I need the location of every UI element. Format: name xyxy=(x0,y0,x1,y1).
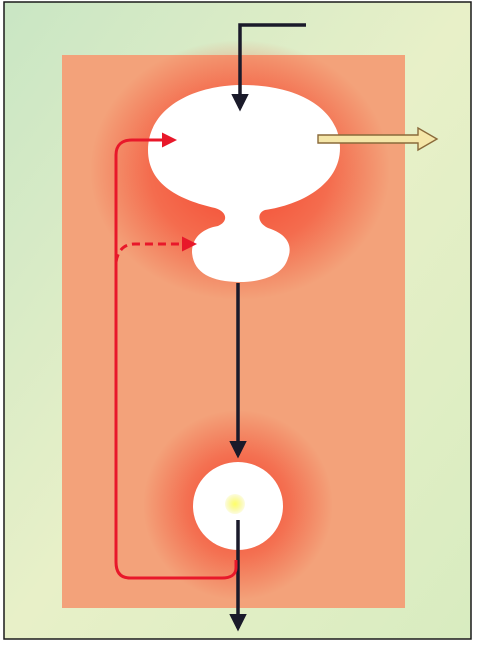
core-dot xyxy=(225,494,245,514)
